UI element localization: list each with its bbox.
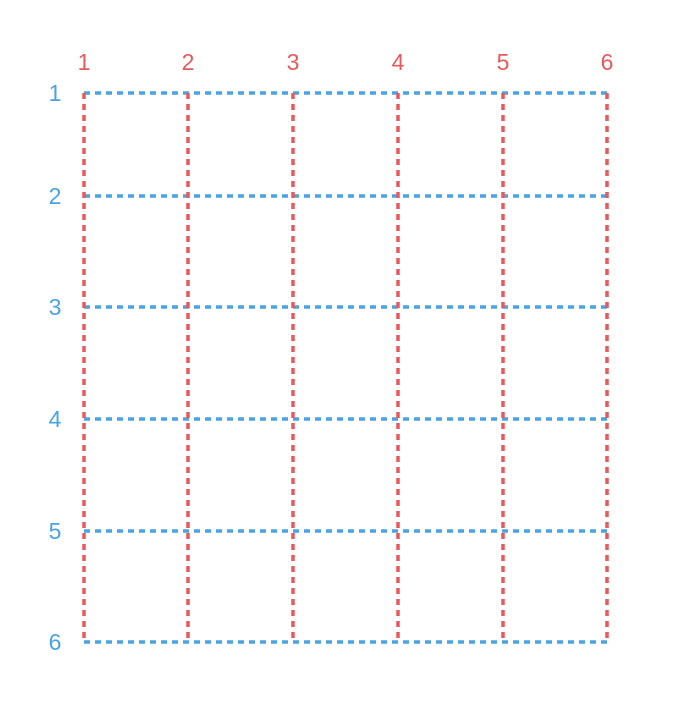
row-label-3: 3 <box>49 294 62 320</box>
column-label-4: 4 <box>392 49 405 75</box>
column-label-2: 2 <box>182 49 195 75</box>
column-label-1: 1 <box>78 49 91 75</box>
column-label-5: 5 <box>497 49 510 75</box>
row-label-5: 5 <box>49 518 62 544</box>
column-label-3: 3 <box>287 49 300 75</box>
row-label-2: 2 <box>49 183 62 209</box>
row-label-1: 1 <box>49 80 62 106</box>
row-label-6: 6 <box>49 629 62 655</box>
row-label-4: 4 <box>49 406 62 432</box>
column-label-6: 6 <box>601 49 614 75</box>
